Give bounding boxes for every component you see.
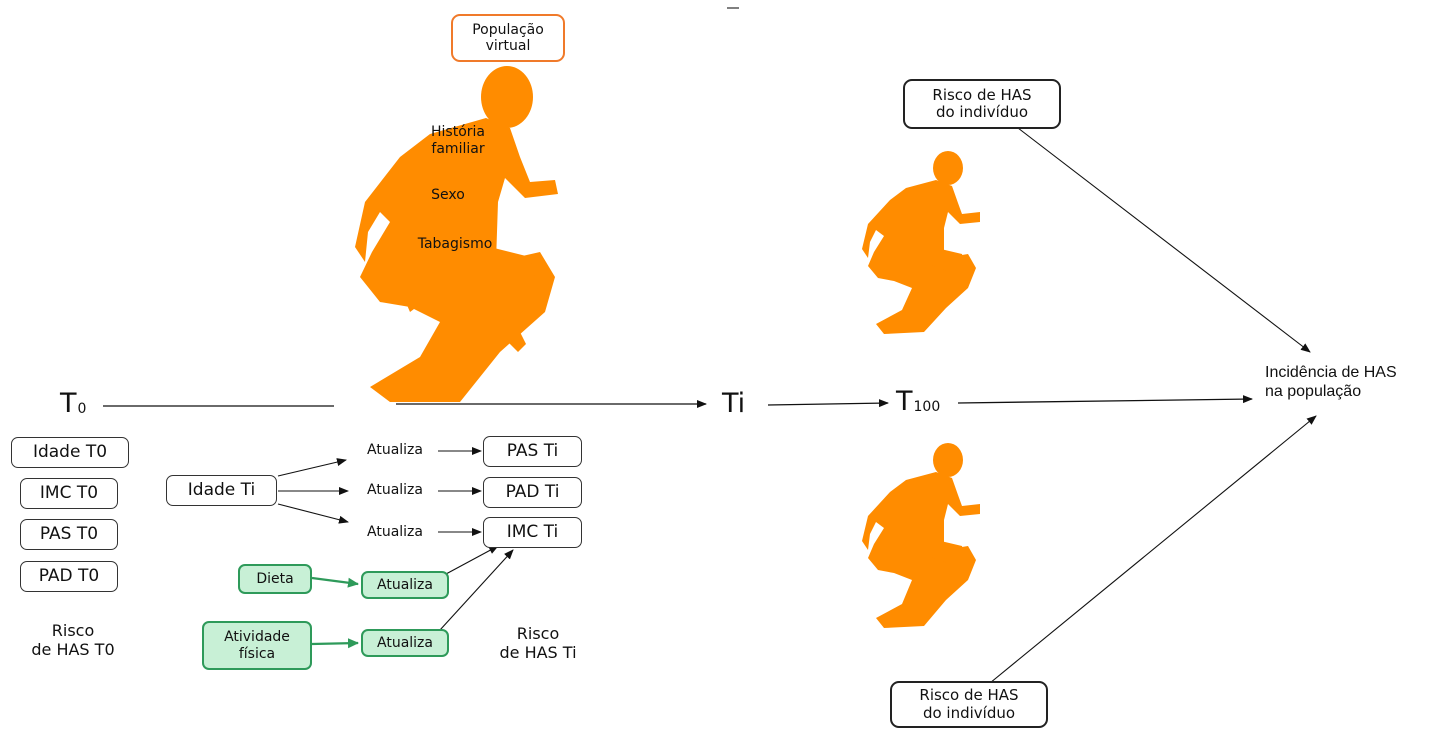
family-history-label: História familiar: [431, 124, 485, 157]
runner-top-icon: [862, 151, 980, 334]
arrow-risk-top: [1017, 127, 1311, 353]
physical-activity-box: Atividade física: [202, 621, 312, 670]
individual-risk-box-bottom: Risco de HAS do indivíduo: [890, 681, 1048, 728]
risk-ti-label: Risco de HAS Ti: [499, 624, 577, 663]
sex-label: Sexo: [431, 187, 465, 203]
arrow-green-update2-imc: [439, 549, 514, 631]
arrow-age-to-update3: [277, 503, 349, 524]
dbp-ti-box: PAD Ti: [483, 477, 582, 508]
timeline-arrow-to-t100: [767, 399, 889, 408]
baseline-dbp-box: PAD T0: [20, 561, 118, 592]
arrow-diet-update: [311, 576, 359, 588]
arrow-green-update1-imc: [445, 545, 499, 575]
ti-label: Ti: [722, 388, 746, 419]
baseline-risk-label: Risco de HAS T0: [31, 621, 115, 660]
smoking-label: Tabagismo: [417, 236, 493, 252]
update-label-3: Atualiza: [367, 524, 423, 540]
arrow-activity-update: [311, 638, 359, 649]
green-update-box-1: Atualiza: [361, 571, 449, 599]
sbp-ti-box: PAS Ti: [483, 436, 582, 467]
individual-risk-box-top: Risco de HAS do indivíduo: [903, 79, 1061, 129]
t100-label: T100: [896, 386, 940, 417]
t100-letter: T: [896, 386, 913, 417]
runner-large-icon: [355, 66, 558, 402]
t0-subscript: 0: [77, 401, 87, 417]
timeline-arrow-to-incidence: [957, 395, 1253, 404]
update-label-1: Atualiza: [367, 442, 423, 458]
runner-bottom-icon: [862, 443, 980, 628]
baseline-sbp-box: PAS T0: [20, 519, 118, 550]
bmi-ti-box: IMC Ti: [483, 517, 582, 548]
age-ti-box: Idade Ti: [166, 475, 277, 506]
baseline-age-box: Idade T0: [11, 437, 129, 468]
t0-letter: T: [60, 388, 77, 419]
virtual-population-box: População virtual: [451, 14, 565, 62]
arrow-risk-bottom: [989, 415, 1317, 684]
t0-label: T0: [60, 388, 86, 419]
update-label-2: Atualiza: [367, 482, 423, 498]
incidence-label: Incidência de HAS na população: [1265, 364, 1397, 401]
diet-box: Dieta: [238, 564, 312, 594]
green-update-box-2: Atualiza: [361, 629, 449, 657]
arrow-age-to-update1: [277, 458, 347, 477]
baseline-bmi-box: IMC T0: [20, 478, 118, 509]
t100-subscript: 100: [913, 399, 941, 415]
